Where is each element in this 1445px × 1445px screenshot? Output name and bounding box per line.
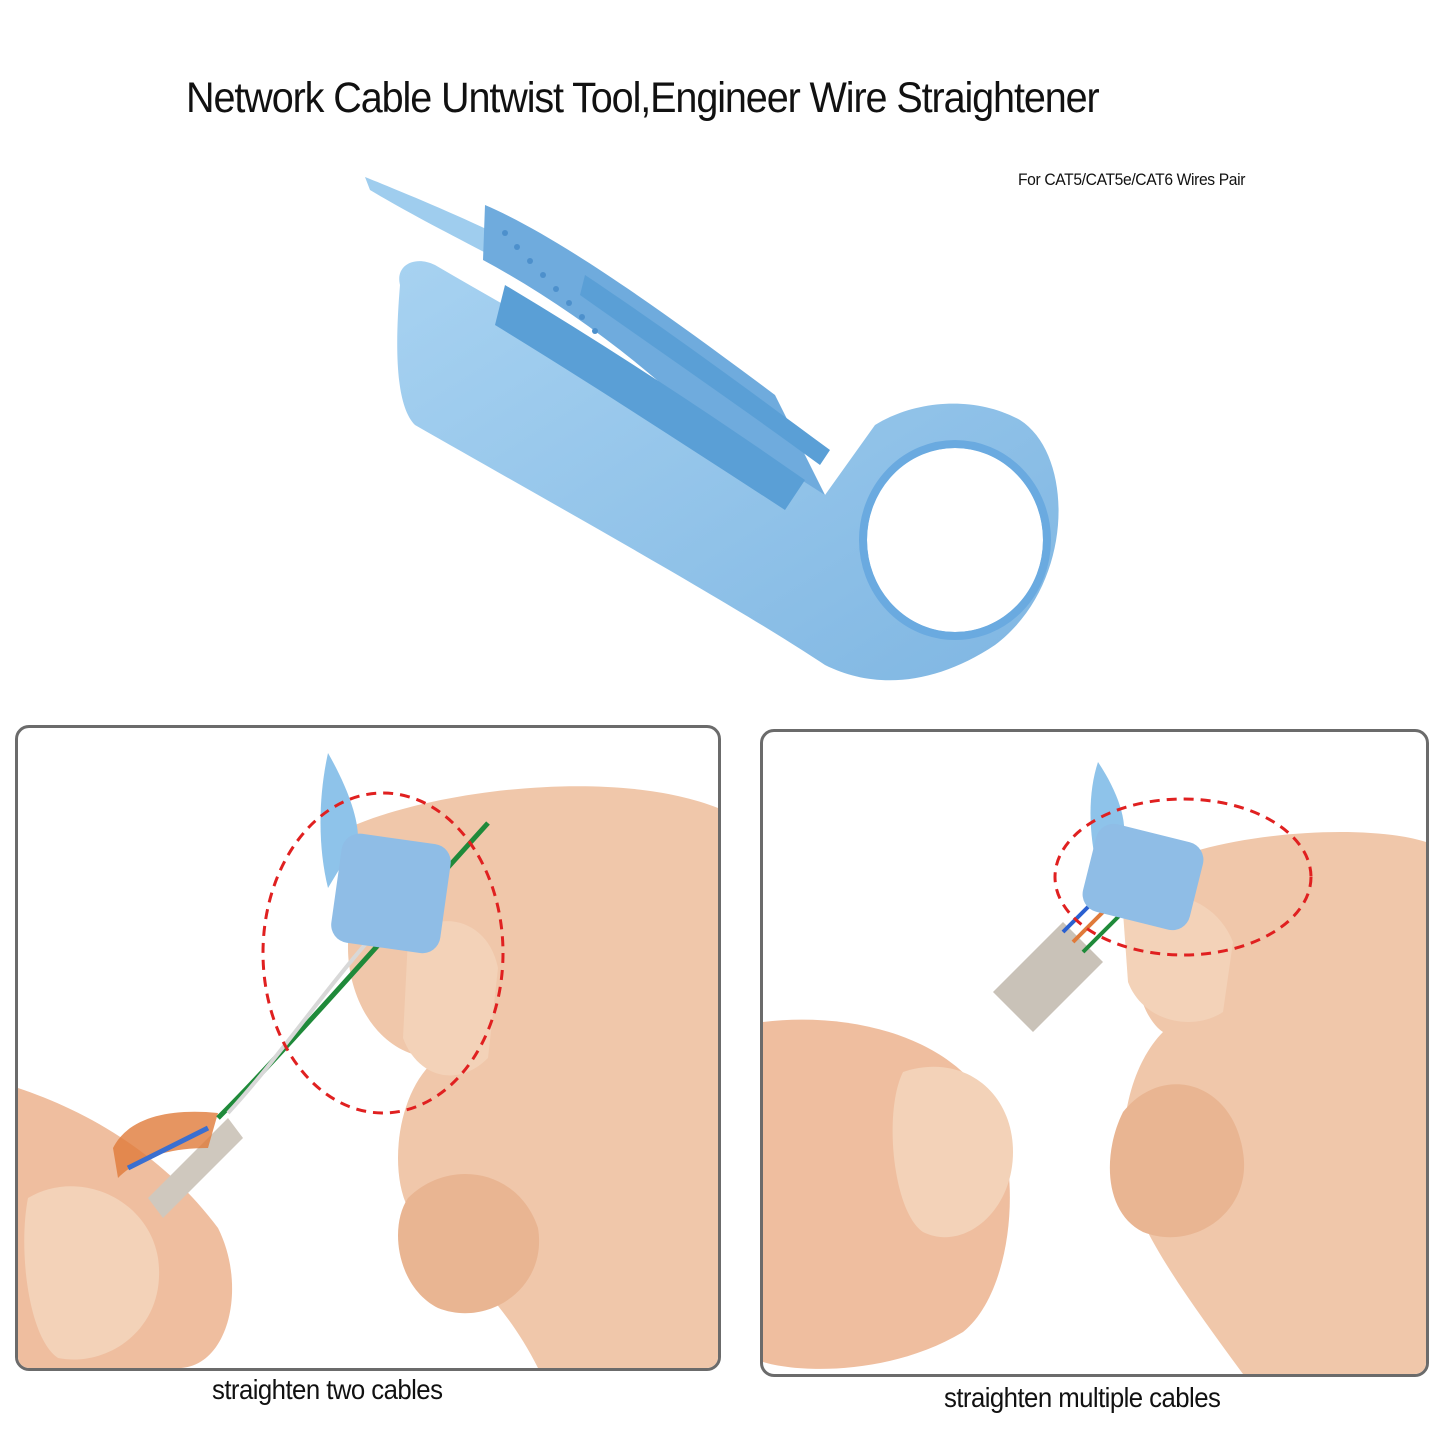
highlight-circle: [1053, 797, 1313, 957]
hand-demo-multiple-cables: [763, 762, 1426, 1374]
page-subtitle: For CAT5/CAT5e/CAT6 Wires Pair: [1018, 170, 1246, 189]
hand-demo-two-cables: [18, 753, 718, 1368]
usage-panel-two-cables: [15, 725, 721, 1371]
untwist-tool-illustration: [365, 177, 1059, 681]
page-title: Network Cable Untwist Tool,Engineer Wire…: [186, 74, 1100, 122]
highlight-circle: [261, 791, 505, 1115]
usage-panel-multiple-cables: [760, 729, 1429, 1377]
product-image: [355, 165, 1075, 700]
caption-two-cables: straighten two cables: [212, 1374, 443, 1405]
caption-multiple-cables: straighten multiple cables: [944, 1382, 1221, 1413]
